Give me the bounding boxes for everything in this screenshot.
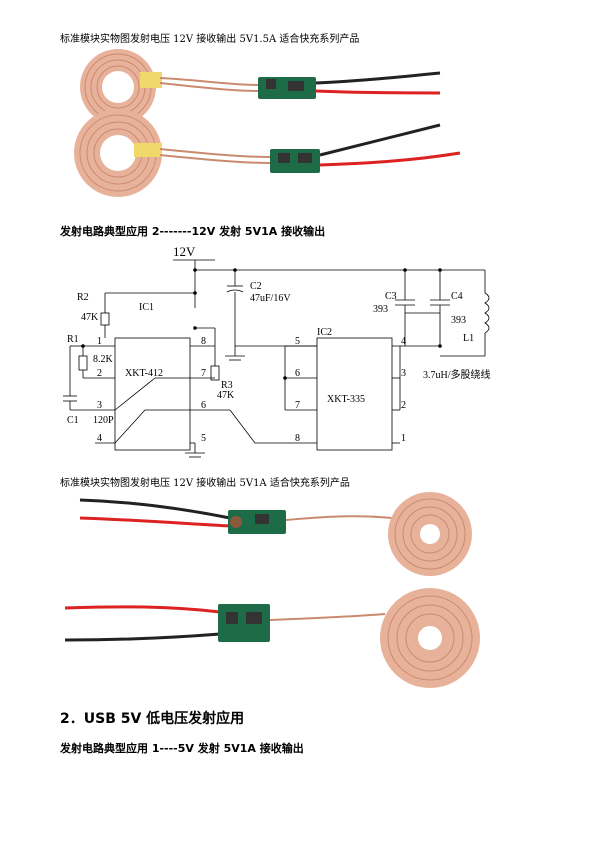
- product-photo-5v1.5a: [74, 49, 461, 197]
- ic2-pin-6: 6: [295, 368, 300, 379]
- c2-label: C2: [250, 281, 262, 292]
- ic2-pin-2: 2: [401, 400, 406, 411]
- coil-4-image: [380, 588, 480, 688]
- l1-value: 3.7uH/多股绕线: [423, 368, 491, 381]
- circuit-heading-2: 发射电路典型应用 1----5V 发射 5V1A 接收输出: [60, 742, 304, 755]
- r3-label: R3: [221, 380, 233, 391]
- ic2-pin-4: 4: [401, 336, 406, 347]
- c1-value: 120P: [93, 415, 114, 426]
- c4-value: 393: [451, 315, 466, 326]
- module-1-image: [258, 77, 316, 99]
- ic1-pin-4: 4: [97, 433, 102, 444]
- r3-value: 47K: [217, 390, 235, 401]
- ic1-pin-8: 8: [201, 336, 206, 347]
- ic1-pin-6: 6: [201, 400, 206, 411]
- module-2-image: [270, 149, 320, 173]
- ic2-pin-7: 7: [295, 400, 300, 411]
- module-4-image: [218, 604, 270, 642]
- ic1-pin-3: 3: [97, 400, 102, 411]
- r1-value: 8.2K: [93, 354, 114, 365]
- ic2-part-label: XKT-335: [327, 394, 365, 405]
- ic2-pin-5: 5: [295, 336, 300, 347]
- photo-caption-middle: 标准模块实物图发射电压 12V 接收输出 5V1A 适合快充系列产品: [60, 478, 350, 489]
- coil-3-image: [388, 492, 472, 576]
- ic2-label: IC2: [317, 327, 332, 338]
- ic1-pin-5: 5: [201, 433, 206, 444]
- ic1-pin-7: 7: [201, 368, 206, 379]
- c3-label: C3: [385, 291, 397, 302]
- coil-1-image: [80, 49, 162, 125]
- ic2-pin-8: 8: [295, 433, 300, 444]
- circuit-heading-1: 发射电路典型应用 2-------12V 发射 5V1A 接收输出: [60, 225, 326, 238]
- ic2-pin-1: 1: [401, 433, 406, 444]
- c3-value: 393: [373, 304, 388, 315]
- supply-voltage-label: 12V: [173, 244, 196, 259]
- ic2-pin-3: 3: [401, 368, 406, 379]
- ic1-part-label: XKT-412: [125, 368, 163, 379]
- c2-value: 47uF/16V: [250, 293, 291, 304]
- r2-value: 47K: [81, 312, 99, 323]
- section-heading-usb: 2．USB 5V 低电压发射应用: [60, 711, 245, 727]
- r2-label: R2: [77, 292, 89, 303]
- c1-label: C1: [67, 415, 79, 426]
- ic1-label: IC1: [139, 302, 154, 313]
- c4-label: C4: [451, 291, 463, 302]
- ic1-pin-2: 2: [97, 368, 102, 379]
- product-photo-5v1a: [64, 492, 480, 688]
- ic1-pin-1: 1: [97, 336, 102, 347]
- coil-2-image: [74, 109, 162, 197]
- circuit-schematic: 12V R2 47K IC1 R1 8.2K XKT-412 R3 47K C1…: [63, 244, 491, 458]
- l1-label: L1: [463, 333, 474, 344]
- module-3-image: [228, 510, 286, 534]
- r1-label: R1: [67, 334, 79, 345]
- photo-caption-top: 标准模块实物图发射电压 12V 接收输出 5V1.5A 适合快充系列产品: [60, 34, 360, 45]
